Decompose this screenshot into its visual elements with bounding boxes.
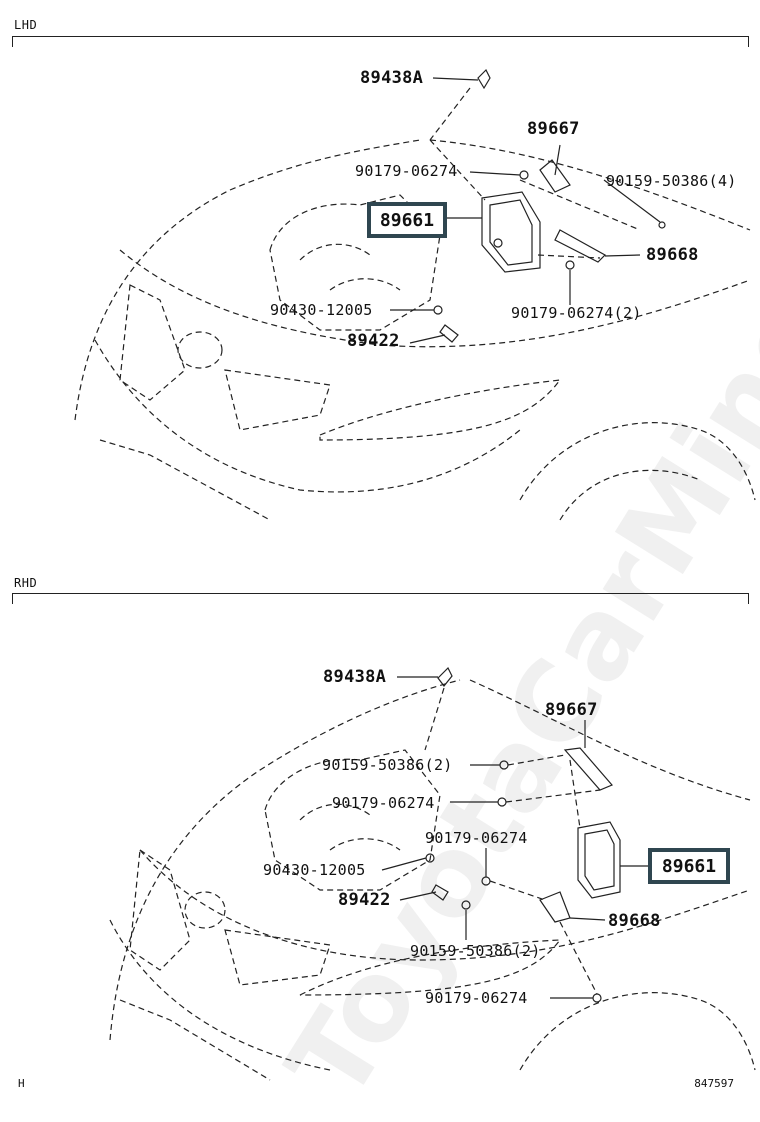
part-90159-50386-4-lhd[interactable]: 90159-50386(4) xyxy=(606,172,737,190)
part-90179-06274-rhd-a[interactable]: 90179-06274 xyxy=(332,794,435,812)
part-90179-06274-lhd[interactable]: 90179-06274 xyxy=(355,162,458,180)
part-90159-50386-2-rhd-upper[interactable]: 90159-50386(2) xyxy=(322,756,453,774)
part-90179-06274-rhd-b[interactable]: 90179-06274 xyxy=(425,829,528,847)
part-89668-lhd[interactable]: 89668 xyxy=(646,245,699,265)
part-90179-06274-rhd-c[interactable]: 90179-06274 xyxy=(425,989,528,1007)
part-89661-lhd-highlighted[interactable]: 89661 xyxy=(367,202,447,238)
part-89422-lhd[interactable]: 89422 xyxy=(347,331,400,351)
section-label-rhd: RHD xyxy=(14,576,38,590)
footer-left-code: H xyxy=(18,1077,25,1090)
part-89438A-rhd[interactable]: 89438A xyxy=(323,667,387,687)
section-frame-rhd xyxy=(12,593,749,604)
section-label-lhd: LHD xyxy=(14,18,38,32)
section-frame-lhd xyxy=(12,36,749,47)
lhd-drawing xyxy=(74,68,756,521)
part-89668-rhd[interactable]: 89668 xyxy=(608,911,661,931)
part-89661-rhd-highlighted[interactable]: 89661 xyxy=(648,848,730,884)
illustration-number: 847597 xyxy=(694,1077,734,1090)
part-90179-06274-2-lhd[interactable]: 90179-06274(2) xyxy=(511,304,642,322)
part-90430-12005-rhd[interactable]: 90430-12005 xyxy=(263,861,366,879)
part-90159-50386-2-rhd-lower[interactable]: 90159-50386(2) xyxy=(410,942,541,960)
part-89667-lhd[interactable]: 89667 xyxy=(527,119,580,139)
part-89422-rhd[interactable]: 89422 xyxy=(338,890,391,910)
rhd-drawing xyxy=(109,666,756,1081)
part-90430-12005-lhd[interactable]: 90430-12005 xyxy=(270,301,373,319)
part-89438A-lhd[interactable]: 89438A xyxy=(360,68,424,88)
part-89667-rhd[interactable]: 89667 xyxy=(545,700,598,720)
